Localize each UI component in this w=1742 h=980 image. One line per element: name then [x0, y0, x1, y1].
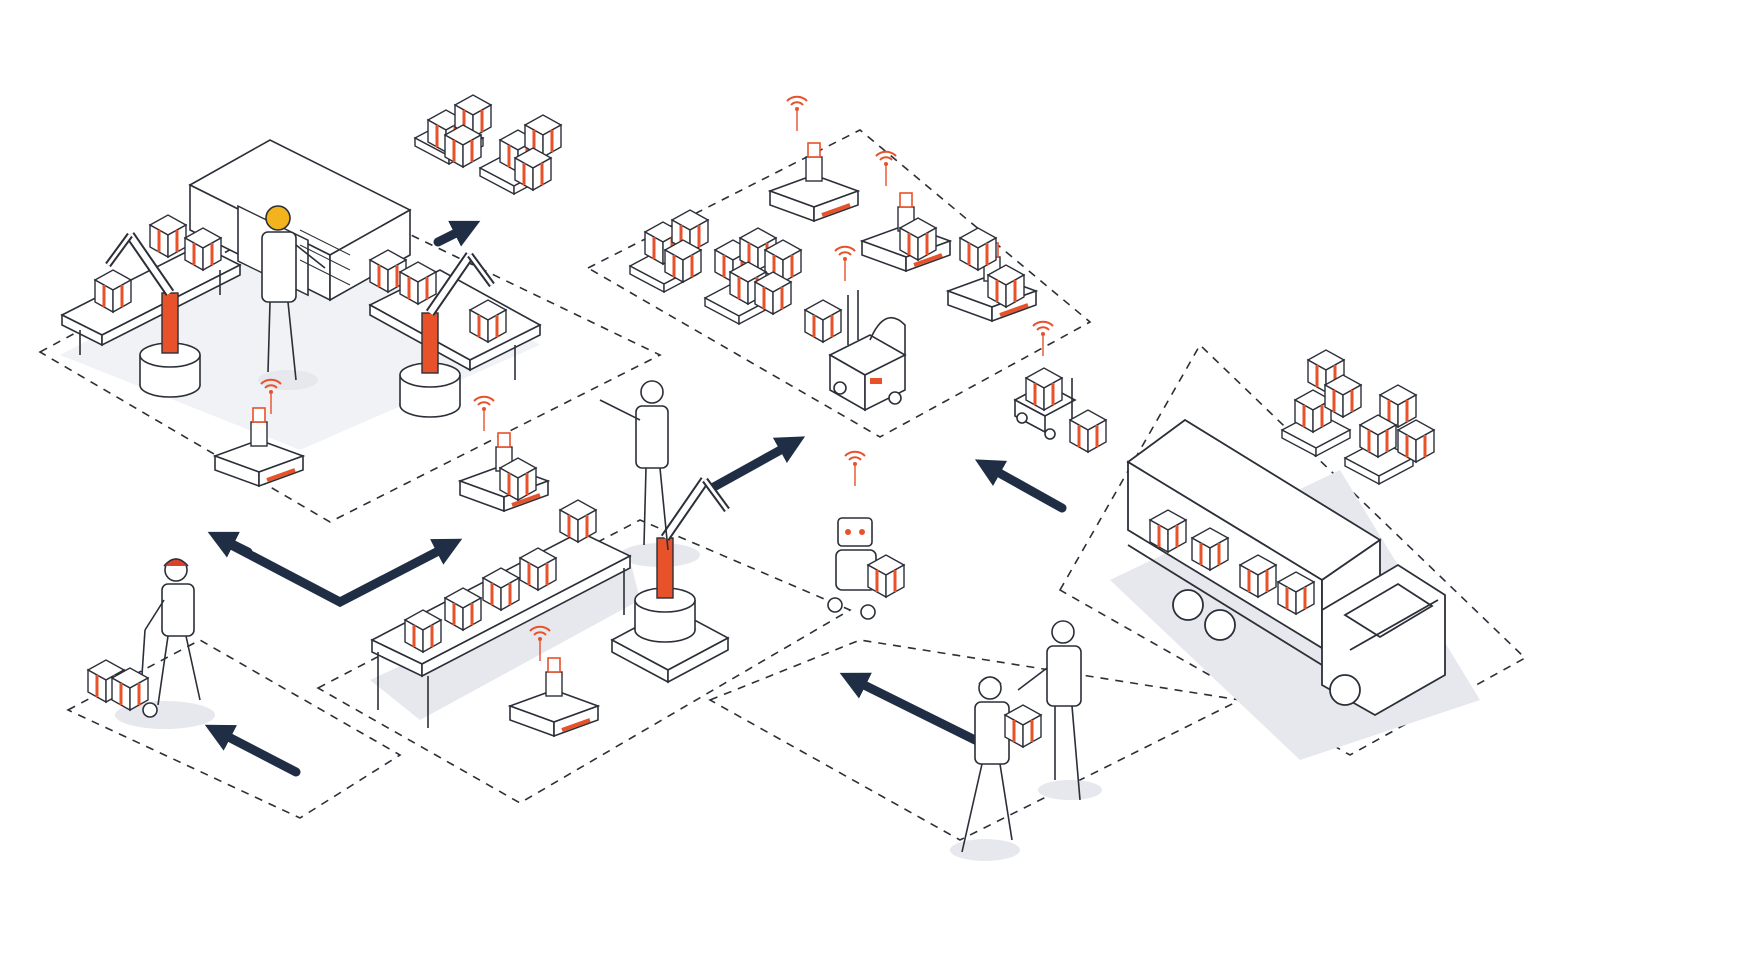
courier-worker: [961, 676, 1013, 853]
forklift-icon: [828, 290, 907, 412]
box-icon: [753, 270, 793, 316]
truck-wheel: [1172, 589, 1204, 621]
wifi-icon: [834, 245, 856, 282]
zone-dispatch: [66, 639, 402, 819]
receiver-worker: [1017, 620, 1082, 801]
box-icon: [518, 546, 558, 592]
box-icon: [513, 146, 553, 192]
truck-wheel: [1329, 674, 1361, 706]
pallet-group-top: [414, 93, 563, 195]
screen-widgets: [299, 229, 351, 286]
box-icon: [148, 213, 188, 259]
zone-storage: [586, 129, 1092, 438]
box-icon: [1396, 418, 1436, 464]
box-icon: [398, 260, 438, 306]
arrow-icon: [204, 724, 301, 777]
box-icon: [1024, 366, 1064, 412]
engineer-worker: [261, 205, 326, 381]
box-icon: [898, 216, 938, 262]
arrow-icon: [707, 436, 806, 493]
box-icon: [468, 298, 508, 344]
box-icon: [183, 226, 223, 272]
pallet-group-right: [1281, 348, 1436, 485]
box-icon: [1276, 570, 1316, 616]
wifi-icon: [473, 395, 495, 432]
box-icon: [481, 566, 521, 612]
supervisor-worker: [599, 380, 669, 551]
box-icon: [1323, 373, 1363, 419]
agv-robot-icon: [768, 141, 860, 223]
box-icon: [1358, 413, 1398, 459]
flow-arrows: [204, 220, 1067, 777]
box-icon: [93, 268, 133, 314]
box-icon: [663, 238, 703, 284]
box-icon: [498, 456, 538, 502]
storage-area: [629, 95, 1038, 412]
wifi-icon: [786, 95, 808, 132]
box-icon: [1238, 553, 1278, 599]
arrow-icon: [974, 459, 1067, 513]
box-icon: [986, 263, 1026, 309]
box-icon: [803, 298, 843, 344]
box-icon: [1003, 703, 1043, 749]
arrow-icon: [433, 220, 481, 247]
box-icon: [110, 666, 150, 712]
box-icon: [958, 226, 998, 272]
box-icon: [1068, 408, 1108, 454]
service-robot: [827, 517, 877, 620]
box-icon: [1148, 508, 1188, 554]
box-icon: [403, 608, 443, 654]
box-icon: [866, 553, 906, 599]
wifi-icon: [844, 450, 866, 487]
arrow-icon: [207, 531, 253, 558]
arrow-icon: [213, 533, 463, 608]
box-icon: [1190, 526, 1230, 572]
box-icon: [443, 123, 483, 169]
box-icon: [443, 586, 483, 632]
truck-wheel: [1204, 609, 1236, 641]
box-icon: [558, 498, 598, 544]
arrow-icon: [839, 672, 980, 745]
agv-robot-icon: [508, 656, 600, 738]
delivery-worker: [144, 558, 201, 706]
